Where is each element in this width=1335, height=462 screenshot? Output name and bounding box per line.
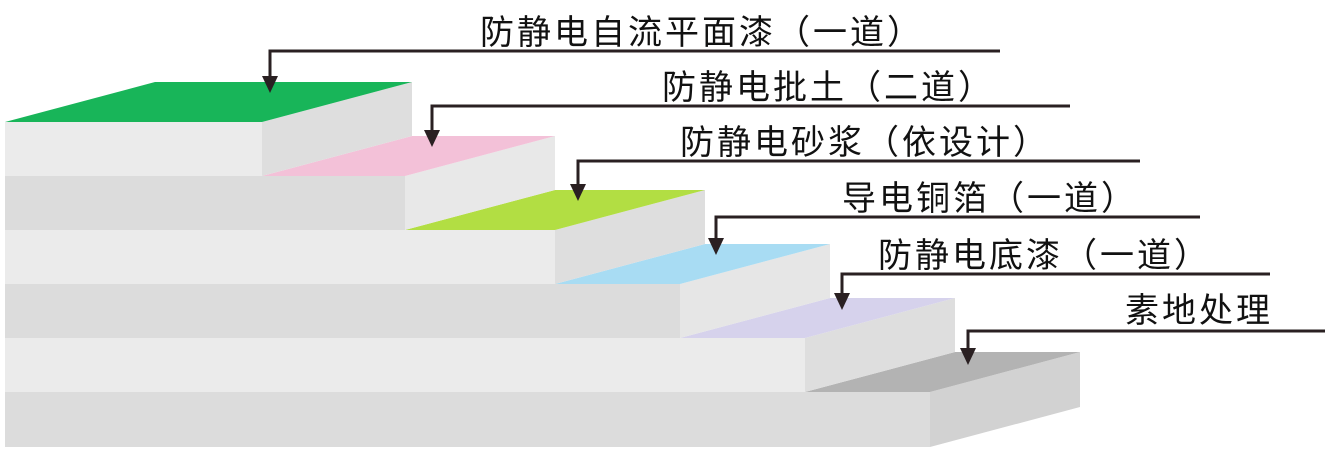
layer-label-1: 防静电自流平面漆（一道） <box>480 13 924 53</box>
step-5-side <box>805 298 955 392</box>
step-3-side <box>555 190 705 284</box>
layer-labels: 防静电自流平面漆（一道） 防静电批土（二道） 防静电砂浆（依设计） 导电铜箔（一… <box>480 13 1273 331</box>
layer-label-3: 防静电砂浆（依设计） <box>680 123 1050 163</box>
step-2-front <box>5 176 405 230</box>
leader-line-3 <box>576 159 1140 187</box>
arrow-head-6 <box>960 348 976 365</box>
step-6-top <box>805 352 1080 392</box>
leader-line-1 <box>268 49 1000 79</box>
step-1-front <box>5 122 262 176</box>
layer-label-2: 防静电批土（二道） <box>662 68 995 108</box>
step-4-front <box>5 284 680 338</box>
layer-label-5: 防静电底漆（一道） <box>878 236 1211 276</box>
step-4-side <box>680 244 830 338</box>
layer-label-4: 导电铜箔（一道） <box>842 179 1138 219</box>
leader-line-2 <box>430 104 1070 133</box>
leader-lines <box>268 49 1325 351</box>
step-2-top <box>262 136 555 176</box>
step-6-front <box>5 392 930 447</box>
arrow-head-4 <box>708 238 724 255</box>
step-5-front <box>5 338 805 392</box>
leader-line-6 <box>966 329 1325 351</box>
step-1-side <box>262 82 412 176</box>
step-6-side <box>930 352 1080 447</box>
step-2-side <box>405 136 555 230</box>
step-4-top <box>555 244 830 284</box>
step-1-top <box>5 82 412 122</box>
step-3-top <box>405 190 705 230</box>
leader-line-4 <box>714 215 1200 241</box>
arrow-head-1 <box>262 76 278 93</box>
step-3-front <box>5 230 555 284</box>
stair-body <box>5 82 1080 447</box>
layer-label-6: 素地处理 <box>1125 291 1273 331</box>
leader-line-5 <box>840 272 1270 296</box>
arrow-head-2 <box>424 130 440 147</box>
step-5-top <box>680 298 955 338</box>
arrow-head-3 <box>570 184 586 201</box>
leader-arrows <box>262 76 976 365</box>
arrow-head-5 <box>834 293 850 310</box>
